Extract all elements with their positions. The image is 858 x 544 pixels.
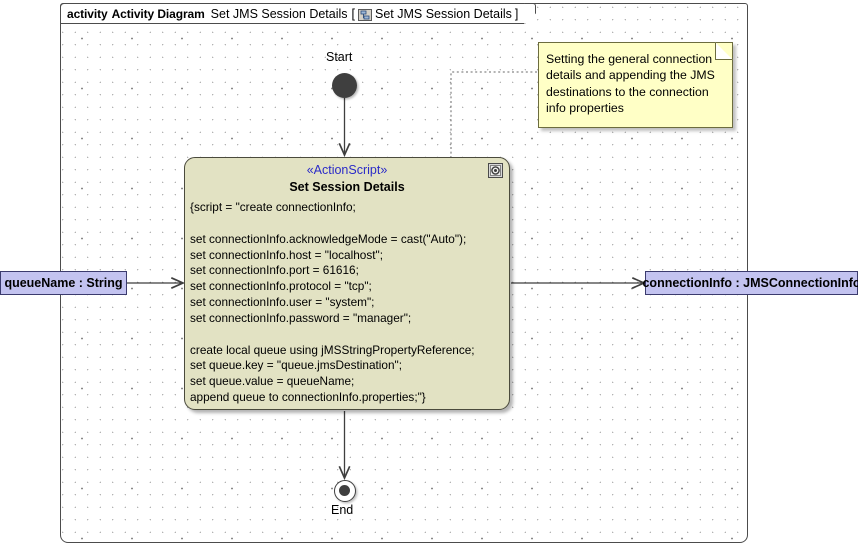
input-pin-queuename[interactable]: queueName : String [0,271,127,295]
comment-note[interactable]: Setting the general connection details a… [538,42,733,128]
action-title: Set Session Details [289,180,405,194]
frame-name-label: Set JMS Session Details [210,6,348,21]
activity-diagram-icon [358,8,373,22]
frame-qualified-name: Set JMS Session Details [375,6,512,21]
frame-bracket-close: ] [514,6,519,21]
frame-kind-label: activity [67,6,108,21]
frame-bracket-open: [ [351,6,356,21]
output-pin-connectioninfo[interactable]: connectionInfo : JMSConnectionInfo [642,271,858,295]
start-node-label: Start [326,50,353,64]
output-pin-label: connectionInfo : JMSConnectionInfo [642,276,858,290]
input-pin-label: queueName : String [4,276,123,290]
action-stereotype: «ActionScript» [306,163,388,177]
frame-type-label: Activity Diagram [111,6,205,21]
end-node-label: End [331,503,354,517]
initial-node[interactable] [332,73,357,98]
diagram-frame-header: activity Activity Diagram Set JMS Sessio… [60,3,527,24]
script-action-icon [488,163,503,178]
action-node-set-session-details[interactable]: «ActionScript» Set Session Details {scri… [184,157,510,410]
note-text: Setting the general connection details a… [546,52,715,115]
activity-final-node[interactable] [334,480,356,502]
action-script-body: {script = "create connectionInfo; set co… [190,200,475,405]
